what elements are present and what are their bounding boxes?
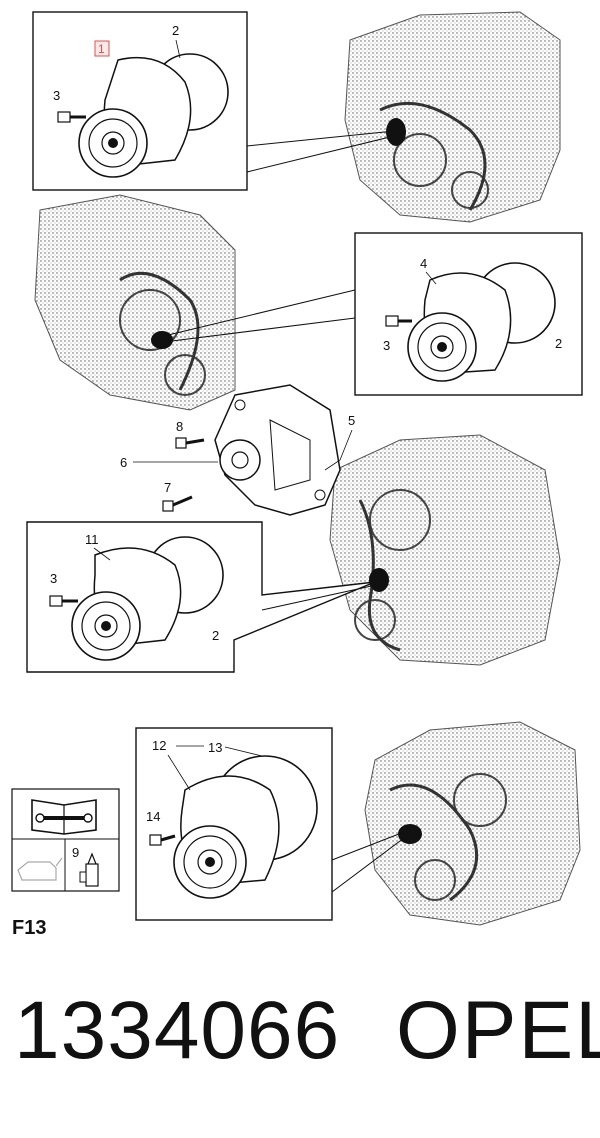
callout-3: 3 (50, 571, 57, 586)
pump-location-marker (151, 331, 173, 349)
callout-5: 5 (348, 413, 355, 428)
pump-pulley (78, 108, 148, 178)
brand-name: OPEL (396, 985, 600, 1076)
detail-box-2: 4 3 2 (163, 232, 583, 396)
callout-11: 11 (85, 532, 99, 547)
pump-pulley (71, 591, 141, 661)
pump-pulley (407, 312, 477, 382)
bolt (162, 495, 193, 512)
pump-location-marker (369, 568, 389, 592)
callout-8: 8 (176, 419, 183, 434)
oil-can-icon (17, 857, 63, 881)
callout-2: 2 (212, 628, 219, 643)
callout-13: 13 (208, 740, 222, 755)
callout-6: 6 (120, 455, 127, 470)
detail-box-4: 12 13 14 (135, 727, 405, 921)
bolt (175, 437, 205, 449)
callout-14: 14 (146, 809, 160, 824)
engine-illustration-1 (344, 11, 561, 223)
callout-2: 2 (555, 336, 562, 351)
engine-illustration-3 (329, 434, 561, 666)
engine-illustration-2 (34, 194, 236, 411)
detail-box-3: 11 3 2 (26, 521, 377, 673)
callout-12: 12 (152, 738, 166, 753)
callout-2: 2 (172, 23, 179, 38)
engine-illustration-4 (364, 721, 581, 926)
bolt (49, 595, 78, 607)
callout-7: 7 (164, 480, 171, 495)
water-pump-body (214, 384, 341, 516)
part-number: 1334066 (14, 985, 341, 1076)
pump-location-marker (386, 118, 406, 146)
callout-9: 9 (72, 845, 79, 860)
bolt (385, 315, 412, 327)
bolt (57, 111, 86, 123)
section-code: F13 (12, 917, 46, 939)
callout-3: 3 (53, 88, 60, 103)
callout-3: 3 (383, 338, 390, 353)
callout-1: 1 (98, 42, 105, 56)
service-legend: 9 (11, 788, 120, 892)
callout-4: 4 (420, 256, 427, 271)
pump-pulley (173, 825, 247, 899)
bolt (149, 834, 176, 846)
sealant-tube-icon (79, 852, 99, 887)
callout-box (94, 40, 110, 57)
pump-location-marker (398, 824, 422, 844)
detail-box-1: 1 2 3 (32, 11, 395, 191)
manual-wrench-icon (31, 799, 97, 835)
